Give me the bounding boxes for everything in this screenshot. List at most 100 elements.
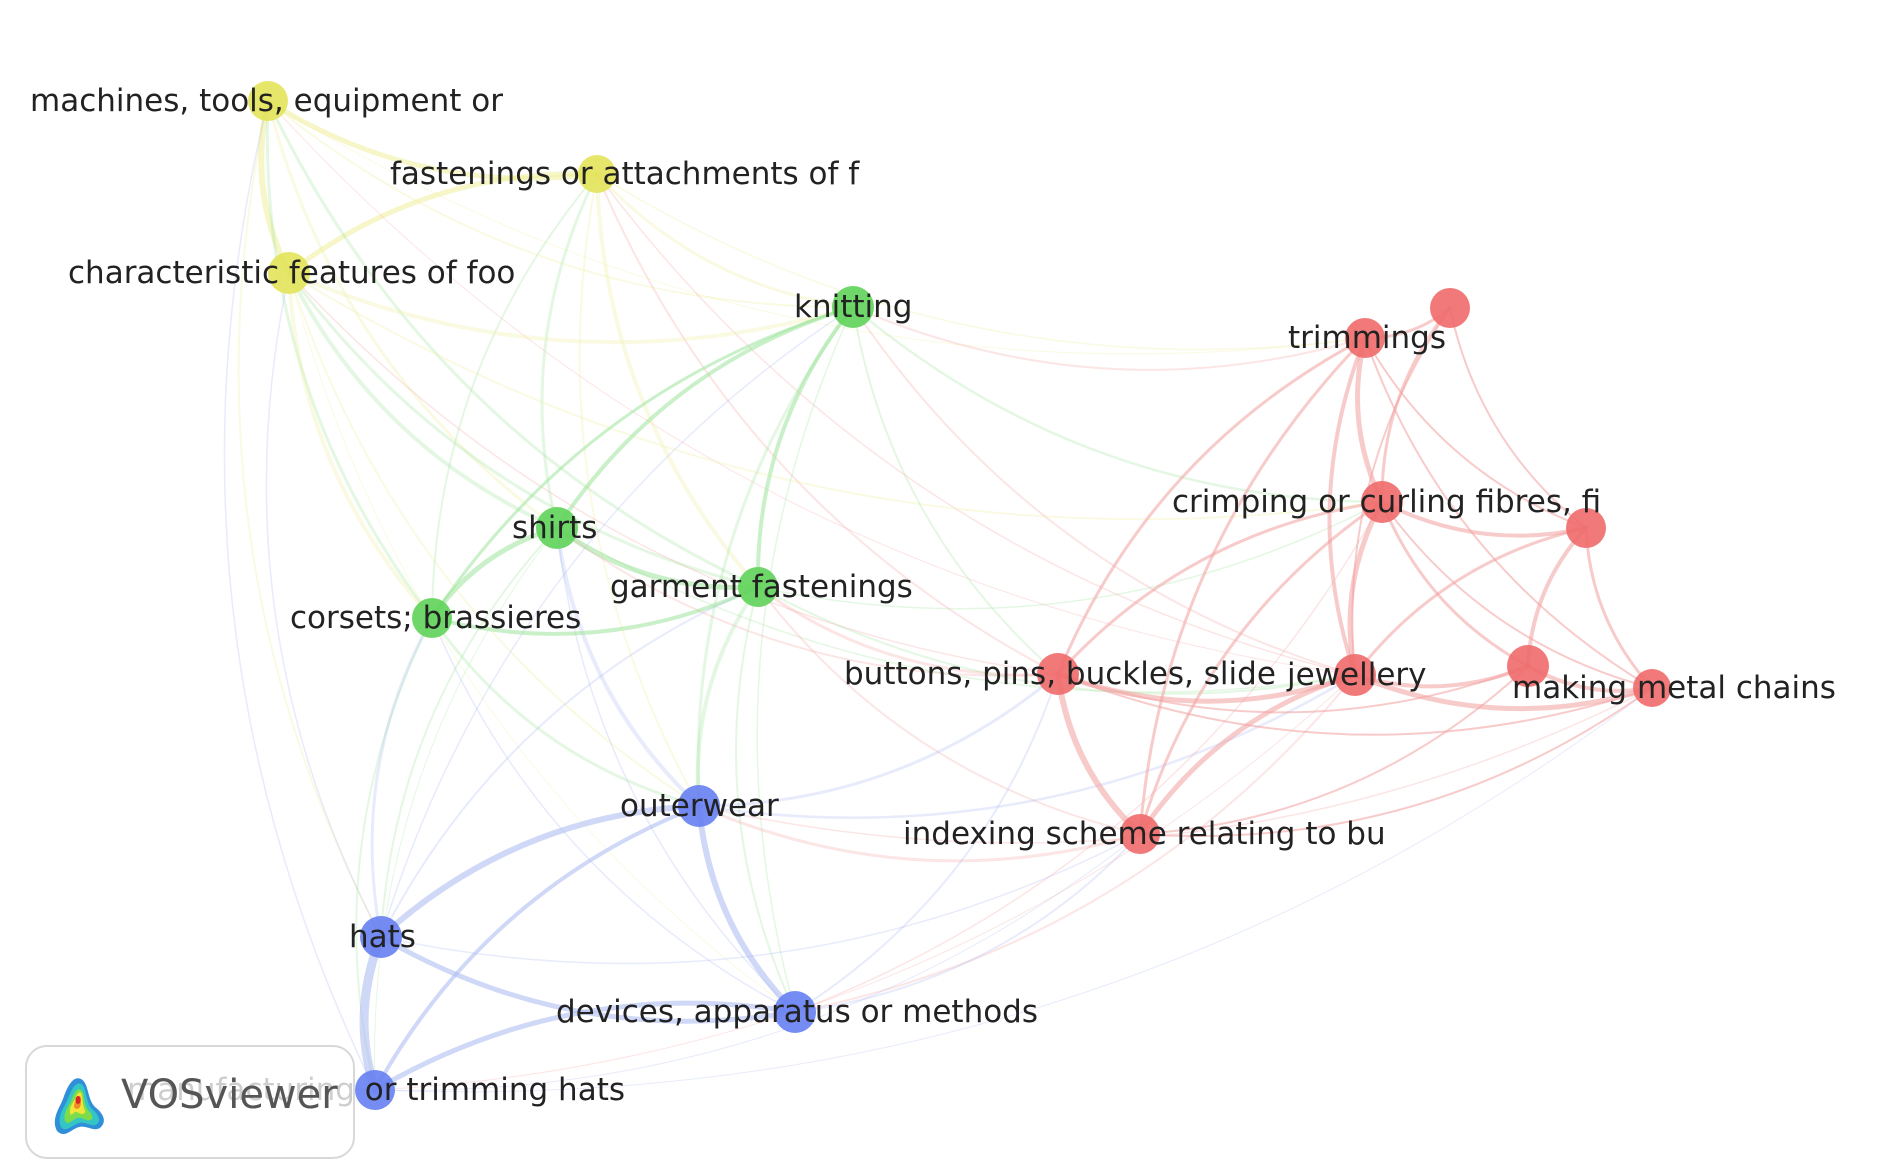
link-outerwear-devices — [696, 803, 798, 1015]
link-characteristic-hats — [265, 272, 382, 938]
node-unlabeled_b[interactable] — [1566, 508, 1606, 548]
node-shirts[interactable] — [536, 507, 578, 549]
node-label-buttons[interactable]: buttons, pins, buckles, slide — [844, 656, 1276, 692]
node-knitting[interactable] — [832, 286, 874, 328]
node-indexing[interactable] — [1120, 814, 1160, 854]
node-label-fastenings[interactable]: fastenings or attachments of f — [390, 156, 860, 192]
node-jewellery[interactable] — [1334, 654, 1376, 696]
link-outerwear-hats — [378, 803, 702, 940]
node-buttons[interactable] — [1037, 653, 1079, 695]
link-crimping-buttons — [1056, 500, 1384, 676]
link-knitting-corsets — [430, 305, 855, 620]
link-knitting-jewellery — [852, 306, 1356, 676]
vosviewer-logo-box: VOSviewer — [25, 1045, 355, 1159]
link-trimmings-jewellery — [1327, 336, 1367, 677]
link-buttons-unlabeled_c — [1057, 665, 1529, 714]
node-fastenings[interactable] — [578, 155, 616, 193]
link-machines-trimmings — [267, 100, 1366, 355]
link-corsets-hats — [370, 616, 434, 939]
node-label-indexing[interactable]: indexing scheme relating to bu — [903, 816, 1386, 852]
link-shirts-hats — [380, 527, 558, 938]
node-label-jewellery[interactable]: jewellery — [1286, 657, 1427, 693]
node-label-corsets[interactable]: corsets; brassieres — [290, 600, 581, 636]
node-corsets[interactable] — [412, 598, 452, 638]
labels-layer: machines, tools, equipment or fastenings … — [30, 83, 1836, 1108]
node-hats[interactable] — [360, 916, 402, 958]
link-buttons-indexing — [1055, 671, 1143, 837]
link-fastenings-garment — [595, 172, 760, 589]
node-trimmings[interactable] — [1345, 318, 1385, 358]
link-knitting-garment — [755, 305, 855, 589]
link-trimmings-indexing — [1138, 336, 1367, 836]
node-devices[interactable] — [774, 991, 816, 1033]
link-machines-shirts — [266, 99, 559, 530]
node-characteristic[interactable] — [268, 252, 310, 294]
node-garment[interactable] — [738, 567, 778, 607]
node-machines[interactable] — [248, 81, 288, 121]
link-garment-hats — [380, 586, 759, 938]
node-label-crimping[interactable]: crimping or curling fibres, fi — [1172, 484, 1601, 520]
link-devices-buttons — [794, 673, 1059, 1013]
link-fastenings-outerwear — [578, 173, 700, 807]
link-hats-trimhats — [359, 932, 386, 1095]
node-label-trimmings[interactable]: trimmings — [1288, 320, 1446, 356]
link-machines-fastenings — [265, 98, 600, 181]
link-crimping-unlabeled_c — [1380, 500, 1530, 668]
link-machines-hats — [237, 100, 382, 938]
node-label-machines[interactable]: machines, tools, equipment or — [30, 83, 503, 119]
node-unlabeled_c[interactable] — [1507, 645, 1549, 687]
link-outerwear-jewellery — [697, 673, 1357, 819]
edges-layer — [223, 98, 1655, 1095]
node-unlabeled_a[interactable] — [1430, 288, 1470, 328]
node-label-garment[interactable]: garment fastenings — [610, 569, 913, 605]
node-outerwear[interactable] — [678, 785, 720, 827]
link-trimmings-buttons — [1056, 336, 1367, 676]
link-knitting-devices — [756, 306, 854, 1013]
link-knitting-trimmings — [852, 306, 1366, 371]
node-label-chains[interactable]: making metal chains — [1512, 670, 1836, 706]
link-trimhats-chains — [374, 687, 1653, 1093]
link-devices-jewellery — [794, 674, 1356, 1013]
node-crimping[interactable] — [1361, 481, 1403, 523]
link-machines-knitting — [267, 100, 854, 309]
node-label-knitting[interactable]: knitting — [794, 289, 912, 325]
link-characteristic-crimping — [288, 272, 1383, 521]
node-trimhats[interactable] — [355, 1070, 395, 1110]
link-unlabeled_b-chains — [1584, 526, 1654, 690]
node-label-shirts[interactable]: shirts — [512, 510, 597, 546]
link-trimhats-indexing — [374, 833, 1141, 1091]
link-devices-indexing — [794, 833, 1141, 1013]
link-machines-characteristic — [258, 98, 292, 276]
link-devices-trimhats — [372, 1000, 798, 1093]
node-label-devices[interactable]: devices, apparatus or methods — [556, 994, 1038, 1030]
link-characteristic-outerwear — [288, 272, 700, 807]
link-characteristic-buttons — [288, 272, 1059, 675]
node-chains[interactable] — [1633, 669, 1671, 707]
link-outerwear-indexing — [697, 804, 1142, 863]
link-characteristic-devices — [288, 272, 796, 1013]
link-shirts-buttons — [556, 527, 1059, 677]
link-trimmings-crimping — [1355, 335, 1385, 505]
link-fastenings-buttons — [596, 173, 1059, 675]
link-outerwear-trimhats — [373, 804, 701, 1092]
link-crimping-chains — [1381, 501, 1653, 689]
link-corsets-devices — [431, 617, 796, 1013]
link-crimping-indexing — [1138, 500, 1384, 836]
link-characteristic-garment — [287, 271, 760, 589]
node-label-outerwear[interactable]: outerwear — [620, 788, 779, 824]
link-outerwear-chains — [698, 687, 1653, 844]
link-fastenings-trimmings — [596, 173, 1366, 351]
link-knitting-outerwear — [696, 305, 855, 808]
link-garment-outerwear — [695, 585, 760, 808]
link-fastenings-corsets — [431, 173, 598, 619]
link-outerwear-buttons — [697, 672, 1060, 808]
node-label-characteristic[interactable]: characteristic features of foo — [68, 255, 515, 291]
link-unlabeled_b-jewellery — [1353, 526, 1588, 677]
link-garment-buttons — [756, 585, 1060, 677]
link-knitting-buttons — [852, 306, 1059, 675]
link-indexing-unlabeled_c — [1139, 665, 1529, 835]
node-label-hats[interactable]: hats — [349, 919, 416, 955]
link-trimhats-jewellery — [374, 674, 1356, 1091]
link-knitting-hats — [380, 306, 854, 938]
